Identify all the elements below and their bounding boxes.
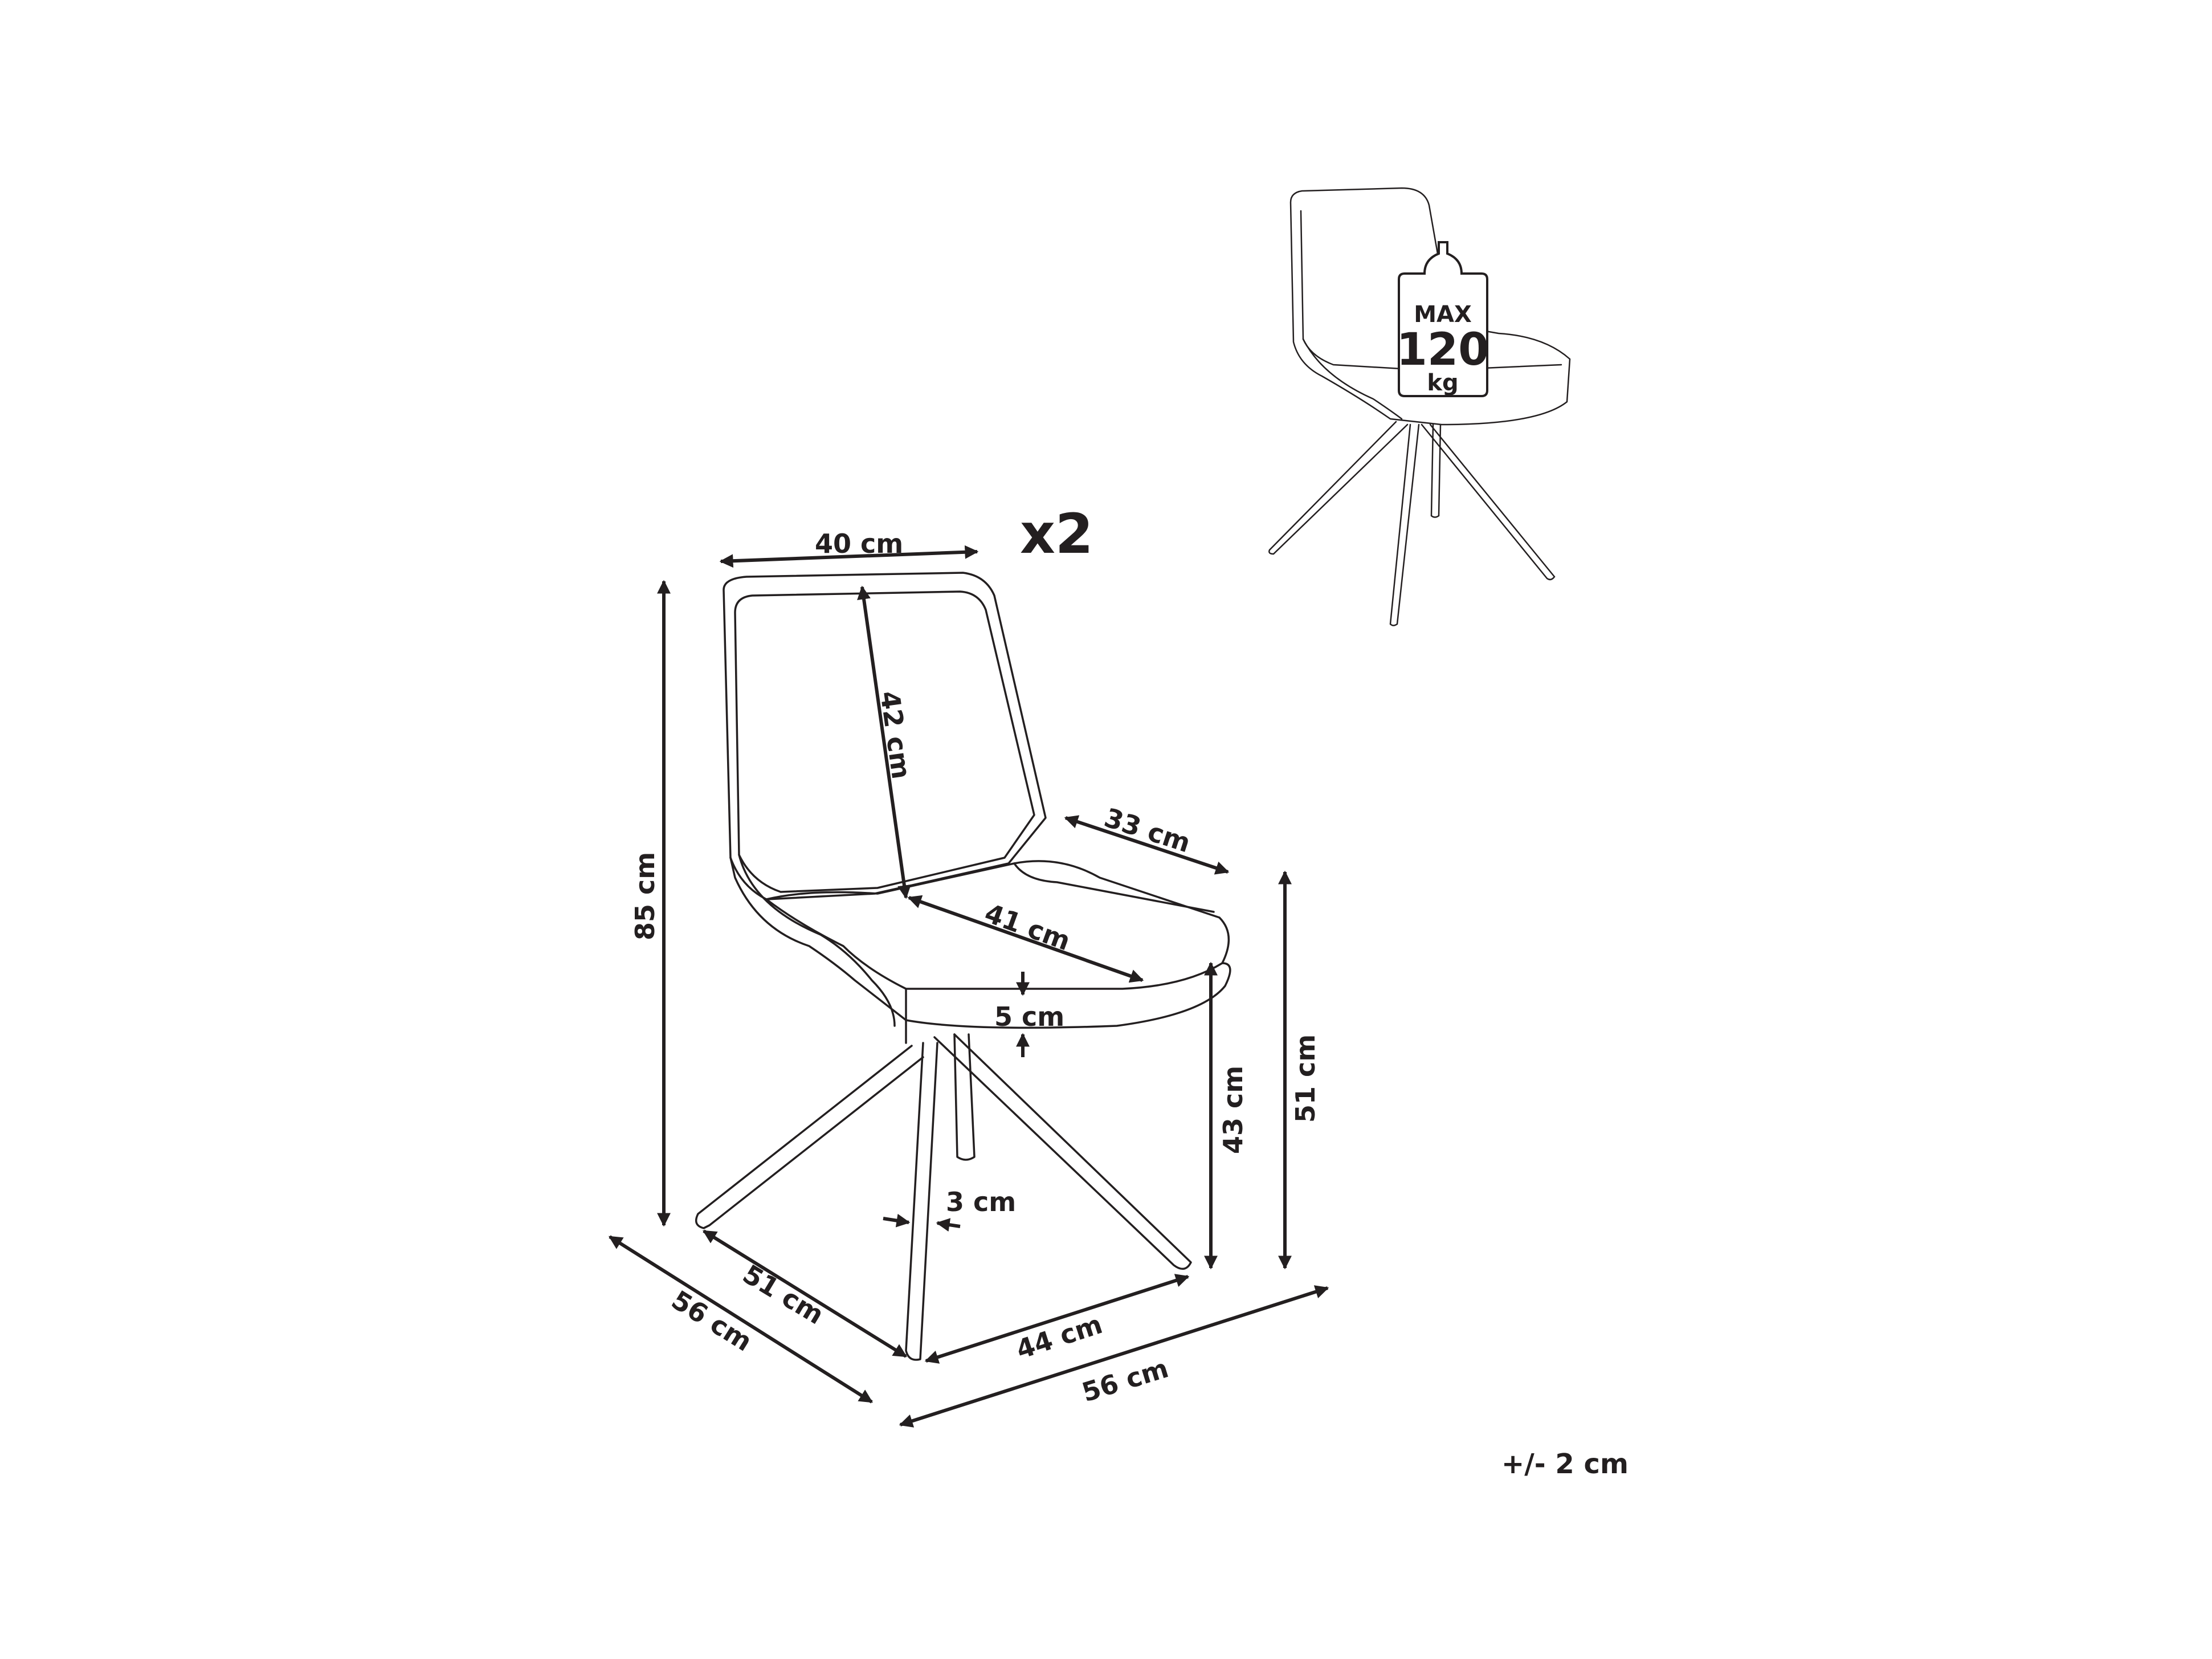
shell-left-seam bbox=[738, 854, 896, 1027]
seat-thickness-label: 5 cm bbox=[994, 1001, 1064, 1032]
seat-curve bbox=[1013, 862, 1215, 913]
total-width-label: 56 cm bbox=[1078, 1352, 1172, 1408]
main-chair-drawing bbox=[695, 572, 1231, 1361]
seat-height-label: 43 cm bbox=[1218, 1066, 1248, 1154]
leg-thickness-arrow-left bbox=[883, 1213, 911, 1228]
back-width-label: 40 cm bbox=[815, 528, 903, 559]
armrest-height-label: 51 cm bbox=[1290, 1034, 1321, 1123]
weight-badge: MAX 120 kg bbox=[1397, 241, 1489, 397]
back-height-label: 42 cm bbox=[874, 689, 917, 781]
base-left-label: 51 cm bbox=[737, 1258, 829, 1330]
total-depth-arrow bbox=[608, 1235, 874, 1404]
small-chair-drawing bbox=[1268, 187, 1571, 626]
back-height-arrow bbox=[857, 585, 911, 899]
seat-front-edge bbox=[905, 962, 1231, 1029]
shell-left-side bbox=[729, 857, 907, 1044]
back-width-arrow bbox=[719, 545, 979, 568]
backrest-outline bbox=[723, 572, 1047, 900]
tolerance-note: +/- 2 cm bbox=[1501, 1448, 1629, 1480]
seat-depth-arrow bbox=[1064, 815, 1230, 875]
leg-thickness-label: 3 cm bbox=[946, 1187, 1016, 1217]
leg-thickness-arrow-right bbox=[936, 1218, 961, 1232]
chair-legs bbox=[695, 1033, 1192, 1361]
total-height-label: 85 cm bbox=[630, 852, 660, 940]
total-width-arrow bbox=[899, 1285, 1329, 1428]
badge-max-label: MAX bbox=[1414, 301, 1472, 328]
max-load-illustration: MAX 120 kg bbox=[1268, 187, 1571, 626]
dimension-arrows bbox=[608, 545, 1329, 1428]
quantity-label: x2 bbox=[1020, 502, 1093, 566]
badge-value-label: 120 bbox=[1397, 324, 1489, 376]
badge-unit-label: kg bbox=[1427, 370, 1458, 396]
dimension-labels: 40 cm x2 42 cm 85 cm 33 cm 41 cm 5 cm 43… bbox=[630, 502, 1321, 1408]
seat-depth-label: 33 cm bbox=[1101, 802, 1194, 858]
backrest-inner-outline bbox=[734, 590, 1035, 893]
seat-width-arrow bbox=[907, 895, 1144, 983]
seat-width-label: 41 cm bbox=[981, 898, 1074, 957]
